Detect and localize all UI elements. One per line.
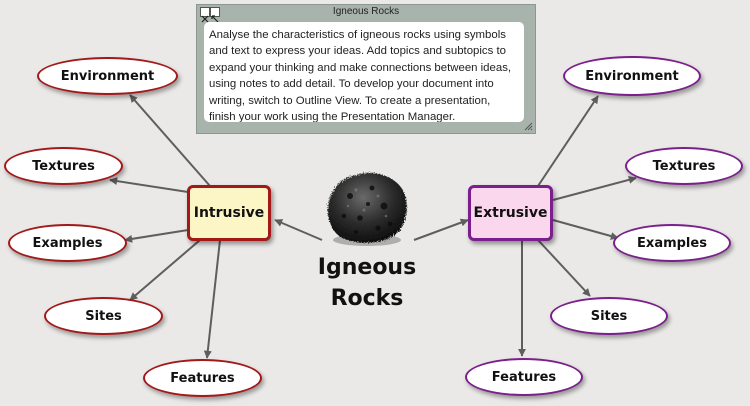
- note-window[interactable]: Igneous Rocks Analyse the characteristic…: [196, 4, 536, 134]
- note-titlebar[interactable]: Igneous Rocks: [197, 5, 535, 23]
- extrusive-textures[interactable]: Textures: [625, 147, 743, 185]
- intrusive-sites[interactable]: Sites: [44, 297, 163, 335]
- intrusive-environment[interactable]: Environment: [37, 57, 178, 95]
- extrusive-examples[interactable]: Examples: [613, 224, 731, 262]
- edge-extrusive-environment: [537, 95, 599, 187]
- resize-grip-icon[interactable]: [524, 122, 533, 131]
- extrusive-features[interactable]: Features: [465, 358, 583, 396]
- note-text[interactable]: Analyse the characteristics of igneous r…: [204, 22, 524, 122]
- lava-rock-image[interactable]: [320, 166, 412, 248]
- edge-intrusive-features: [203, 239, 221, 359]
- edge-extrusive-sites: [537, 239, 591, 297]
- central-topic-title[interactable]: Igneous Rocks: [300, 252, 434, 314]
- edge-intrusive-textures: [109, 177, 189, 193]
- intrusive-examples[interactable]: Examples: [8, 224, 127, 262]
- topic-extrusive[interactable]: Extrusive: [468, 185, 553, 241]
- topic-intrusive[interactable]: Intrusive: [187, 185, 271, 241]
- central-title-line1: Igneous: [317, 255, 417, 280]
- intrusive-textures[interactable]: Textures: [4, 147, 123, 185]
- extrusive-environment[interactable]: Environment: [563, 56, 701, 96]
- extrusive-sites[interactable]: Sites: [550, 297, 668, 335]
- edge-extrusive-examples: [552, 219, 619, 240]
- note-title: Igneous Rocks: [332, 6, 400, 17]
- edge-central-extrusive: [413, 218, 469, 241]
- close-icon[interactable]: [200, 7, 210, 23]
- edge-intrusive-sites: [129, 239, 201, 301]
- intrusive-features[interactable]: Features: [143, 359, 262, 397]
- edge-central-intrusive: [274, 219, 323, 241]
- shrink-icon[interactable]: [210, 7, 220, 23]
- edge-intrusive-environment: [129, 94, 211, 187]
- edge-intrusive-examples: [124, 229, 189, 243]
- central-title-line2: Rocks: [330, 286, 404, 311]
- edge-extrusive-textures: [552, 175, 637, 201]
